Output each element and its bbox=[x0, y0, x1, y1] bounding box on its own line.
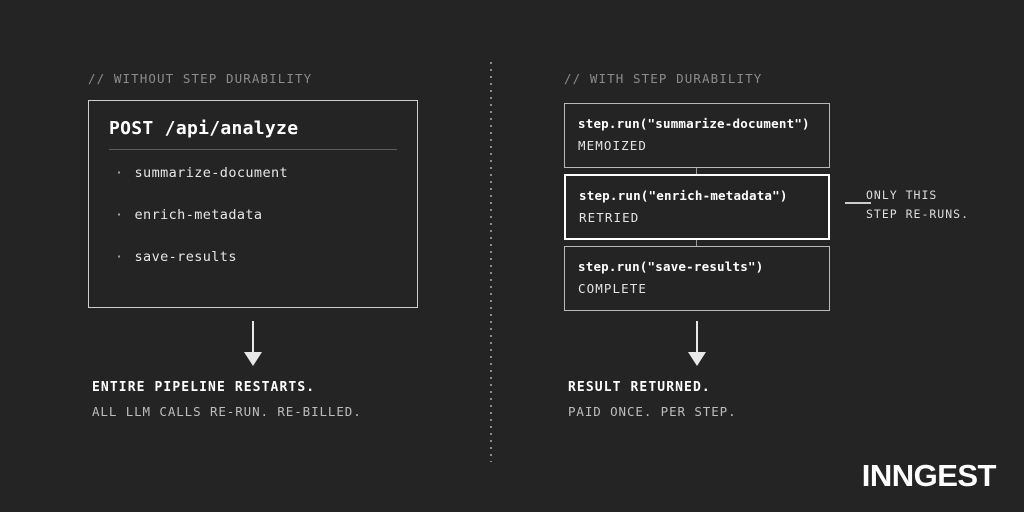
pipeline-step-label: save-results bbox=[134, 249, 237, 265]
down-arrow-icon bbox=[688, 321, 706, 366]
pipeline-step-item: · save-results bbox=[115, 249, 237, 265]
step-status-badge: MEMOIZED bbox=[578, 138, 648, 153]
caption-primary: ENTIRE PIPELINE RESTARTS. bbox=[92, 380, 316, 395]
step-card-call: step.run("summarize-document") bbox=[578, 116, 810, 131]
column-divider bbox=[490, 62, 492, 462]
pipeline-card-title: POST /api/analyze bbox=[109, 118, 299, 139]
caption-secondary: ALL LLM CALLS RE-RUN. RE-BILLED. bbox=[92, 404, 362, 419]
step-card-call: step.run("enrich-metadata") bbox=[579, 188, 788, 203]
pipeline-step-label: enrich-metadata bbox=[134, 207, 263, 223]
annotation-leader-line bbox=[845, 202, 871, 204]
pipeline-card-divider bbox=[109, 149, 397, 150]
step-connector-line bbox=[696, 168, 698, 174]
pipeline-step-item: · enrich-metadata bbox=[115, 207, 262, 223]
arrow-stem bbox=[252, 321, 254, 354]
pipeline-card: POST /api/analyze · summarize-document ·… bbox=[88, 100, 418, 308]
left-column-header: // WITHOUT STEP DURABILITY bbox=[88, 71, 313, 86]
arrow-head bbox=[688, 352, 706, 366]
caption-primary: RESULT RETURNED. bbox=[568, 380, 711, 395]
right-outcome-caption: RESULT RETURNED. PAID ONCE. PER STEP. bbox=[568, 380, 737, 419]
left-outcome-caption: ENTIRE PIPELINE RESTARTS. ALL LLM CALLS … bbox=[92, 380, 362, 419]
step-status-badge: COMPLETE bbox=[578, 281, 648, 296]
inngest-logo: INNGEST bbox=[861, 458, 997, 493]
pipeline-step-label: summarize-document bbox=[134, 165, 289, 181]
step-card-enrich-metadata: step.run("enrich-metadata") RETRIED bbox=[564, 174, 830, 240]
step-card-call: step.run("save-results") bbox=[578, 259, 764, 274]
right-column-header: // WITH STEP DURABILITY bbox=[564, 71, 763, 86]
step-connector-line bbox=[696, 240, 698, 246]
step-status-badge: RETRIED bbox=[579, 210, 640, 225]
bullet-dot-icon: · bbox=[115, 165, 124, 181]
arrow-head bbox=[244, 352, 262, 366]
pipeline-step-item: · summarize-document bbox=[115, 165, 288, 181]
annotation-callout: ONLY THIS STEP RE-RUNS. bbox=[866, 186, 969, 224]
down-arrow-icon bbox=[244, 321, 262, 366]
bullet-dot-icon: · bbox=[115, 249, 124, 265]
arrow-stem bbox=[696, 321, 698, 354]
annotation-line-2: STEP RE-RUNS. bbox=[866, 207, 970, 221]
step-card-summarize-document: step.run("summarize-document") MEMOIZED bbox=[564, 103, 830, 168]
bullet-dot-icon: · bbox=[115, 207, 124, 223]
step-card-save-results: step.run("save-results") COMPLETE bbox=[564, 246, 830, 311]
caption-secondary: PAID ONCE. PER STEP. bbox=[568, 404, 737, 419]
annotation-line-1: ONLY THIS bbox=[866, 188, 938, 202]
